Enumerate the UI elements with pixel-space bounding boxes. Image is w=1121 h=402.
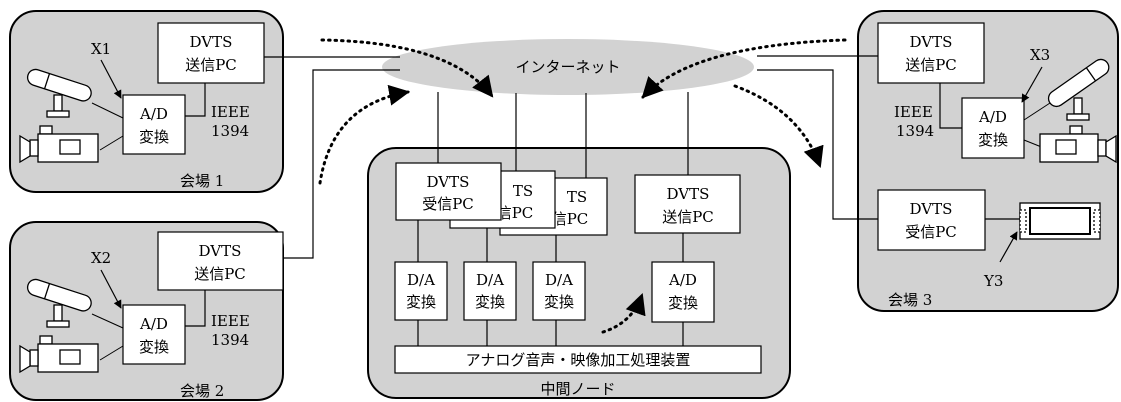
middle-node: TS 信PC TS 信PC DVTS 受信PC DVTS 送信PC D/A 変換… xyxy=(394,162,762,398)
flow-arrow-venue1-to-node xyxy=(320,38,494,98)
venue3-camera-icon xyxy=(1039,125,1117,164)
venue2-sender-pc-line2: 送信PC xyxy=(194,265,246,283)
node-da-converter-3 xyxy=(532,261,586,321)
venue3-mic-stand-icon xyxy=(1066,97,1090,121)
flow-arrow-internet-to-venue3 xyxy=(733,84,824,168)
network-lines xyxy=(264,55,878,259)
node-sender-pc-line1: DVTS xyxy=(667,185,710,203)
venue1-ad-line1: A/D xyxy=(139,105,168,123)
venue1-sender-pc xyxy=(157,22,265,84)
venue1-sender-pc-line2: 送信PC xyxy=(185,56,237,74)
venue2-ad-line2: 変換 xyxy=(139,338,169,356)
middle-node-label: 中間ノード xyxy=(540,380,615,398)
node-receiver-pc-line2: 受信PC xyxy=(422,195,474,213)
venue2-ieee-line2: 1394 xyxy=(211,331,249,349)
venue2-ieee-line1: IEEE xyxy=(211,312,250,330)
venue3-callout-y3: Y3 xyxy=(983,272,1003,290)
venue2-mic-stand-icon xyxy=(46,304,70,328)
venue1-mic-stand-icon xyxy=(46,94,70,118)
venue2-callout-x2: X2 xyxy=(91,249,111,267)
venue3-ieee-line2: 1394 xyxy=(896,122,934,140)
venue2-ieee-link xyxy=(185,290,206,327)
node-receiver-pc-back-1-line1: TS xyxy=(513,182,533,200)
venue1-microphone-icon xyxy=(26,68,92,102)
venue3-monitor-icon xyxy=(1019,202,1101,240)
venue3-sender-pc xyxy=(877,22,985,84)
venue3-microphone-icon xyxy=(1047,58,1110,108)
node-da-3-line1: D/A xyxy=(545,271,573,289)
node-da-1-line1: D/A xyxy=(407,271,435,289)
venue2-camera-icon xyxy=(19,335,99,374)
node-da-1-line2: 変換 xyxy=(406,293,436,311)
node-receiver-pc-back-2-line1: TS xyxy=(567,188,587,206)
node-ad-converter xyxy=(651,261,715,323)
venue2: DVTS 送信PC A/D 変換 IEEE 1394 X2 会場 2 xyxy=(19,231,284,400)
node-av-processor xyxy=(394,345,762,374)
venue1-callout-arrow xyxy=(100,59,122,99)
node-da-2-line1: D/A xyxy=(476,271,504,289)
venue1-callout-x1: X1 xyxy=(91,40,111,58)
venue1-sender-pc-line1: DVTS xyxy=(190,33,233,51)
flow-arrow-venue2-to-internet xyxy=(318,84,411,185)
venue3-ad-line2: 変換 xyxy=(978,131,1008,149)
venue3-ieee-link xyxy=(939,83,962,129)
venue1-ieee-line1: IEEE xyxy=(211,103,250,121)
internet-label: インターネット xyxy=(515,58,620,76)
venue1-ad-converter xyxy=(122,94,186,155)
venue2-callout-arrow xyxy=(100,269,122,309)
node-receiver-pc-back-2-line2: 信PC xyxy=(552,210,589,228)
node-receiver-pc-line1: DVTS xyxy=(427,173,470,191)
node-da-3-line2: 変換 xyxy=(544,293,574,311)
venue3: DVTS 送信PC A/D 変換 IEEE 1394 X3 DVTS 受信PC xyxy=(877,22,1117,309)
venue1: DVTS 送信PC A/D 変換 IEEE 1394 X1 会場 1 xyxy=(19,22,265,190)
venue3-sender-pc-line1: DVTS xyxy=(910,33,953,51)
venue1-ieee-link xyxy=(185,83,206,117)
venue2-label: 会場 2 xyxy=(180,382,224,400)
venue3-ad-converter xyxy=(961,97,1025,159)
node-da-2-line2: 変換 xyxy=(475,293,505,311)
venue3-callout-x3: X3 xyxy=(1030,46,1050,64)
venue3-receiver-pc-line2: 受信PC xyxy=(905,223,957,241)
node-receiver-pc xyxy=(395,162,502,221)
venue1-ieee-line2: 1394 xyxy=(211,122,249,140)
node-ad-line2: 変換 xyxy=(668,294,698,312)
node-ad-line1: A/D xyxy=(668,271,697,289)
venue3-label: 会場 3 xyxy=(888,291,932,309)
venue3-receiver-pc-line1: DVTS xyxy=(910,200,953,218)
venue3-receiver-pc xyxy=(877,189,986,251)
node-da-converter-1 xyxy=(394,261,448,321)
flow-arrows xyxy=(318,38,847,334)
venue2-sender-pc xyxy=(157,231,284,291)
venue3-ieee-line1: IEEE xyxy=(894,103,933,121)
venue3-ad-line1: A/D xyxy=(978,108,1007,126)
node-sender-pc-line2: 送信PC xyxy=(662,208,714,226)
node-sender-pc xyxy=(634,174,741,234)
venue2-microphone-icon xyxy=(26,278,92,312)
node-av-processor-label: アナログ音声・映像加工処理装置 xyxy=(466,351,691,369)
venue3-callout-arrow xyxy=(1021,66,1043,103)
node-da-converter-2 xyxy=(463,261,517,321)
venue1-ad-line2: 変換 xyxy=(139,128,169,146)
venue1-label: 会場 1 xyxy=(180,172,224,190)
venue3-monitor-callout-arrow xyxy=(999,231,1018,263)
venue2-ad-converter xyxy=(122,304,186,365)
flow-arrow-venue3-to-node xyxy=(641,38,847,99)
flow-arrow-processor-to-ad xyxy=(601,293,646,334)
venue3-sender-pc-line2: 送信PC xyxy=(905,56,957,74)
venue2-sender-pc-line1: DVTS xyxy=(199,242,242,260)
venue1-camera-icon xyxy=(19,125,99,164)
node-receiver-pc-back-1-line2: 信PC xyxy=(497,204,534,222)
venue2-ad-line1: A/D xyxy=(139,315,168,333)
